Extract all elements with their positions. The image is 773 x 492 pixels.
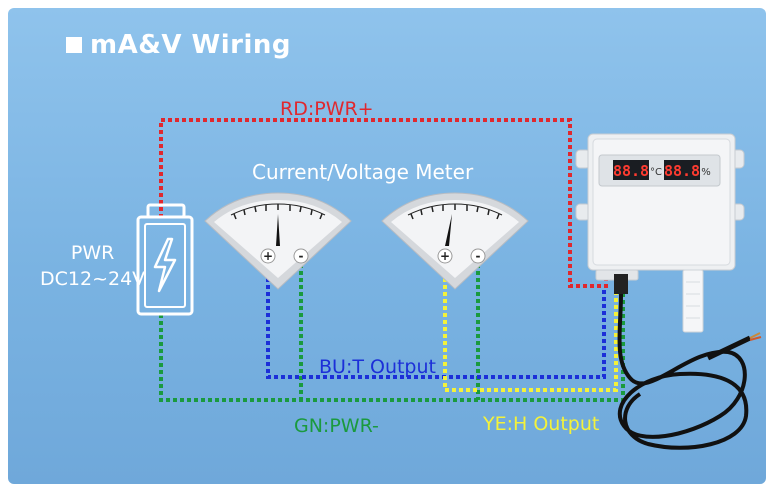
probe-cable-icon — [617, 293, 762, 450]
power-label-line2: DC12~24V — [40, 268, 146, 290]
power-label-line1: PWR — [70, 242, 115, 264]
sensor-transmitter-icon — [575, 133, 745, 333]
yellow-wire — [443, 264, 618, 392]
power-label: PWR DC12~24V — [40, 240, 145, 292]
lightning-icon — [153, 237, 177, 293]
blue-wire-label: BU:T Output — [319, 356, 436, 378]
meter-right — [381, 192, 529, 290]
display-right-value: 88.8 — [664, 162, 700, 180]
green-wire-label: GN:PWR- — [294, 415, 379, 437]
blue-wire — [266, 264, 606, 379]
meter1-plus-terminal: + — [263, 249, 273, 263]
square-bullet-icon — [66, 37, 82, 53]
page-title: mA&V Wiring — [66, 30, 291, 60]
wiring-graphic: + - + - 88.8 °C 88.8 % — [136, 118, 762, 450]
display-right-unit: % — [701, 167, 711, 178]
wiring-diagram: mA&V Wiring — [8, 8, 766, 484]
meter1-minus-terminal: - — [299, 249, 304, 263]
green-wire-main — [159, 290, 625, 402]
meter-left — [204, 192, 352, 290]
meter-label: Current/Voltage Meter — [252, 160, 474, 184]
red-wire — [159, 118, 608, 288]
meter2-minus-terminal: - — [476, 249, 481, 263]
display-left-unit: °C — [650, 167, 662, 178]
red-wire-label: RD:PWR+ — [280, 98, 374, 120]
meter2-plus-terminal: + — [440, 249, 450, 263]
title-text: mA&V Wiring — [90, 30, 292, 60]
display-left-value: 88.8 — [613, 162, 649, 180]
yellow-wire-label: YE:H Output — [483, 413, 600, 435]
battery-icon — [136, 203, 194, 316]
